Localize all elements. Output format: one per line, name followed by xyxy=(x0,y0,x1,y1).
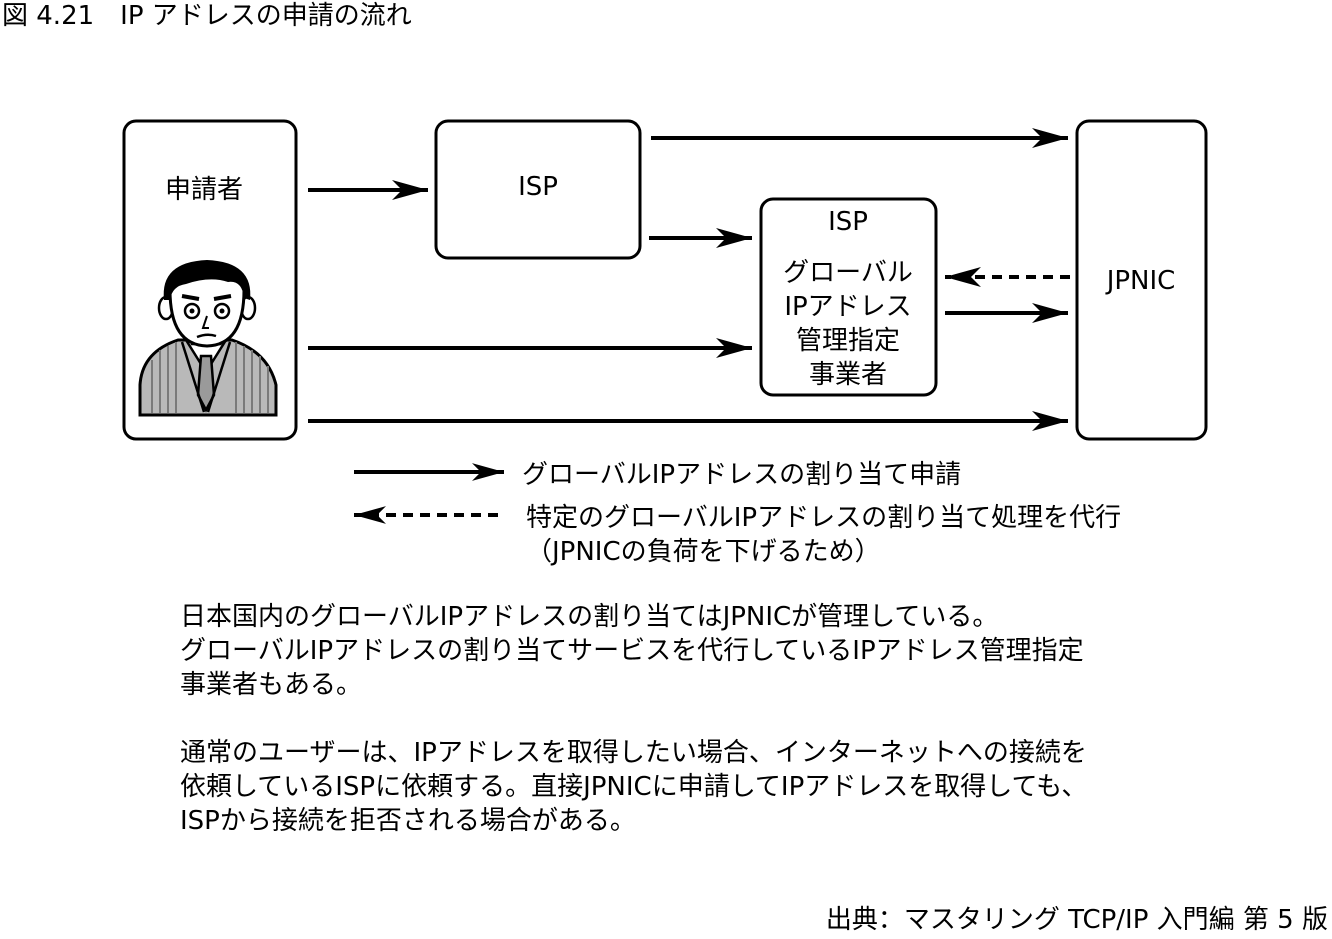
isp-label: ISP xyxy=(518,172,558,202)
description-paragraph-2: 通常のユーザーは、IPアドレスを取得したい場合、インターネットへの接続を 依頼し… xyxy=(180,736,1087,838)
applicant-label: 申請者 xyxy=(165,175,243,205)
isp-manager-line-4: 事業者 xyxy=(809,360,887,390)
description-line: グローバルIPアドレスの割り当てサービスを代行しているIPアドレス管理指定 xyxy=(180,636,1084,666)
description-paragraph-1: 日本国内のグローバルIPアドレスの割り当てはJPNICが管理している。 グローバ… xyxy=(180,600,1084,702)
legend: グローバルIPアドレスの割り当て申請 特定のグローバルIPアドレスの割り当て処理… xyxy=(354,460,1121,567)
isp-manager-line-3: 管理指定 xyxy=(796,326,900,356)
figure-caption: 図 4.21 IP アドレスの申請の流れ xyxy=(2,1,412,31)
isp-manager-box: ISP グローバル IPアドレス 管理指定 事業者 xyxy=(759,197,938,397)
isp-manager-line-1: グローバル xyxy=(783,258,913,288)
isp-box: ISP xyxy=(434,119,642,260)
applicant-box: 申請者 xyxy=(122,119,298,441)
legend-dashed-note: （JPNICの負荷を下げるため） xyxy=(526,537,881,567)
description-line: 事業者もある。 xyxy=(180,670,363,700)
jpnic-label: JPNIC xyxy=(1105,266,1176,296)
legend-solid-label: グローバルIPアドレスの割り当て申請 xyxy=(522,460,961,490)
isp-manager-title: ISP xyxy=(828,207,868,237)
legend-dashed-label: 特定のグローバルIPアドレスの割り当て処理を代行 xyxy=(526,503,1121,533)
source-credit: 出典：マスタリング TCP/IP 入門編 第 5 版 xyxy=(825,905,1328,935)
description-line: 日本国内のグローバルIPアドレスの割り当てはJPNICが管理している。 xyxy=(180,602,999,632)
description-line: 依頼しているISPに依頼する。直接JPNICに申請してIPアドレスを取得しても、 xyxy=(180,772,1088,802)
description-line: 通常のユーザーは、IPアドレスを取得したい場合、インターネットへの接続を xyxy=(180,738,1087,768)
description-line: ISPから接続を拒否される場合がある。 xyxy=(180,806,636,836)
person-icon xyxy=(138,260,278,417)
jpnic-box: JPNIC xyxy=(1075,119,1208,441)
ip-application-flow-diagram: 申請者 xyxy=(122,119,1208,567)
isp-manager-line-2: IPアドレス xyxy=(784,292,911,322)
